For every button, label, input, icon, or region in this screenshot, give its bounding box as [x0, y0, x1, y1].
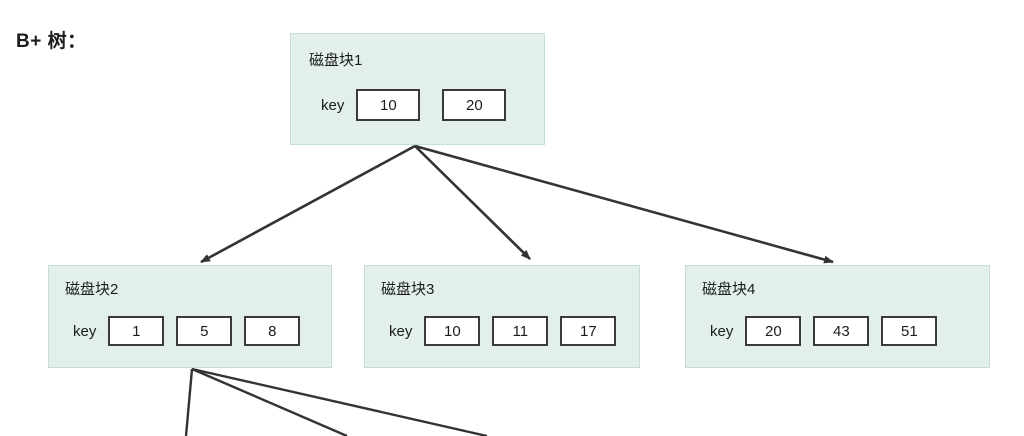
key-word-block2: key [73, 322, 97, 340]
key-box[interactable]: 10 [424, 316, 481, 346]
edge-root-to-block4 [414, 144, 834, 264]
key-box[interactable]: 5 [176, 316, 233, 346]
key-box[interactable]: 17 [560, 316, 617, 346]
key-box[interactable]: 51 [881, 316, 938, 346]
key-row-block3: key 10 11 17 [389, 316, 617, 346]
edge-block2-to-child3 [191, 367, 488, 436]
key-word-block4: key [710, 322, 734, 340]
key-box[interactable]: 1 [108, 316, 165, 346]
page-title: B+ 树： [16, 31, 87, 52]
node-label-block3: 磁盘块3 [381, 281, 435, 298]
key-word-block1: key [321, 96, 345, 114]
node-label-block1: 磁盘块1 [309, 52, 363, 69]
node-disk-block-1[interactable]: 磁盘块1 key 10 20 [290, 33, 545, 145]
key-row-block2: key 1 5 8 [73, 316, 301, 346]
key-box[interactable]: 11 [492, 316, 549, 346]
key-row-block4: key 20 43 51 [710, 316, 938, 346]
node-label-block4: 磁盘块4 [702, 281, 756, 298]
key-box[interactable]: 43 [813, 316, 870, 346]
edge-root-to-block2 [200, 144, 416, 264]
key-box[interactable]: 8 [244, 316, 301, 346]
key-row-block1: key 10 20 [321, 89, 507, 121]
edge-block2-to-child1 [184, 368, 194, 436]
key-box[interactable]: 20 [745, 316, 802, 346]
key-box[interactable]: 20 [442, 89, 507, 121]
node-label-block2: 磁盘块2 [65, 281, 119, 298]
node-disk-block-2[interactable]: 磁盘块2 key 1 5 8 [48, 265, 332, 368]
node-disk-block-4[interactable]: 磁盘块4 key 20 43 51 [685, 265, 990, 368]
key-word-block3: key [389, 322, 413, 340]
edge-root-to-block3 [414, 145, 531, 260]
edge-block2-to-child2 [191, 367, 348, 436]
key-box[interactable]: 10 [356, 89, 421, 121]
node-disk-block-3[interactable]: 磁盘块3 key 10 11 17 [364, 265, 640, 368]
